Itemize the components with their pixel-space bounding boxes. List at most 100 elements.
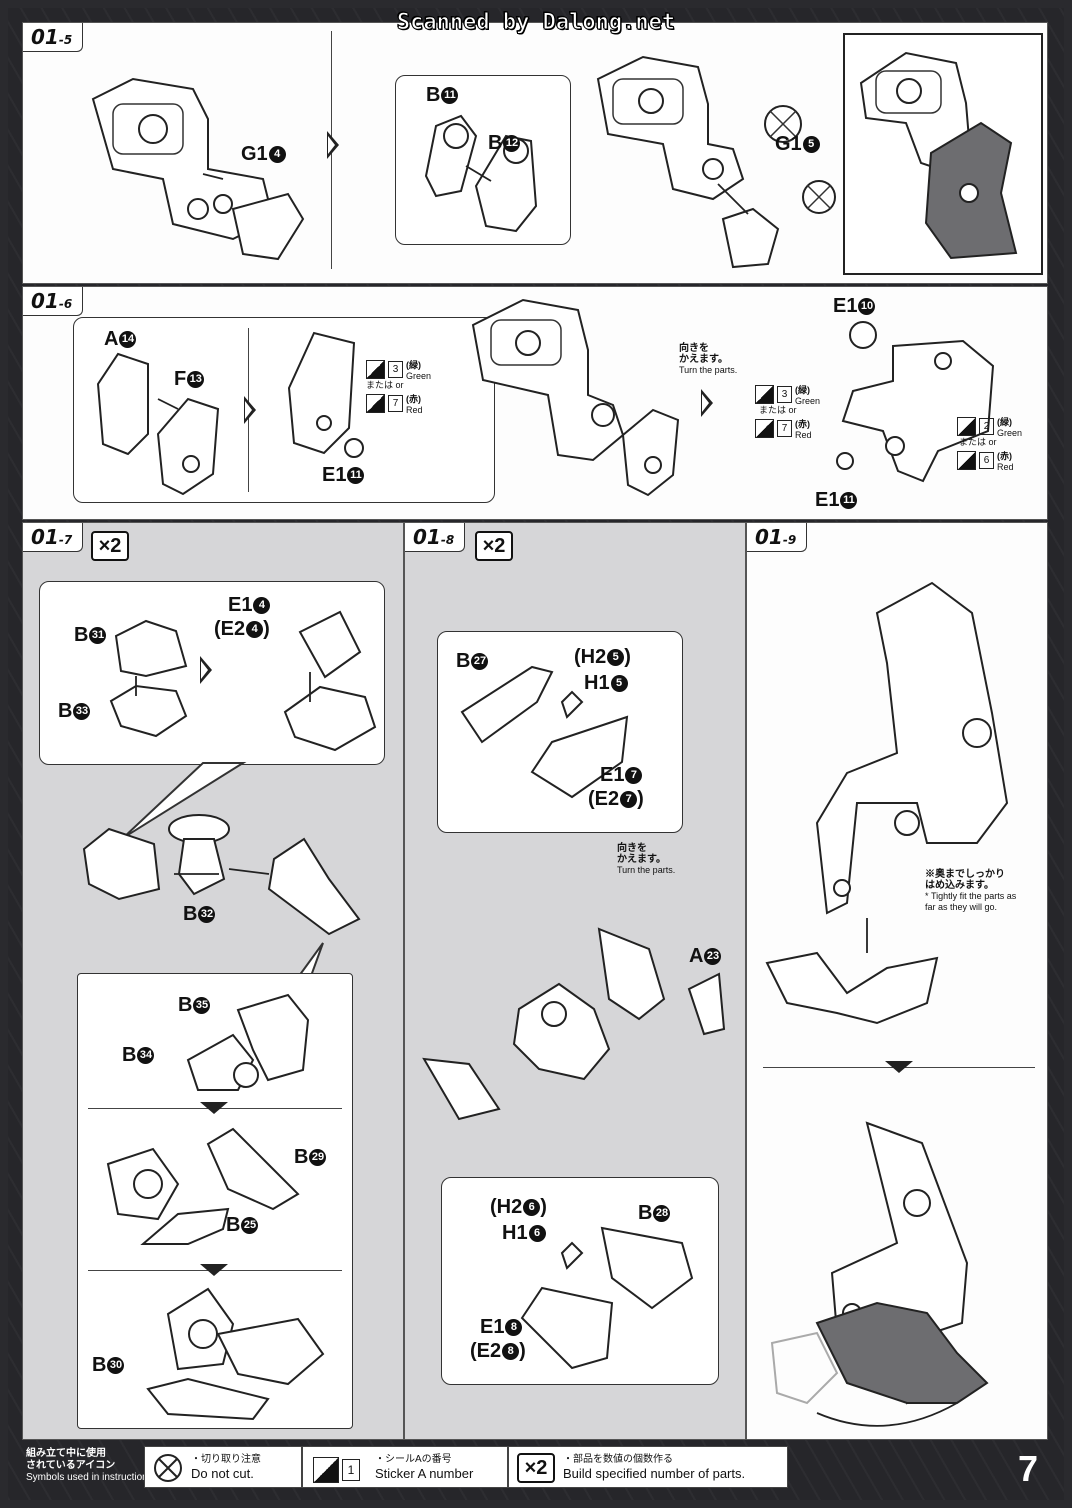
b-parts-illustration: [424, 114, 538, 233]
leg-assembly-illustration: [596, 55, 836, 269]
sticker-icon: [366, 394, 385, 413]
sticker-icon: [313, 1457, 339, 1483]
or-text: または or: [759, 405, 797, 415]
step-tag: 01-8: [405, 523, 466, 552]
sticker-number: 2: [979, 418, 994, 435]
sticker-green: 3(緑)Green: [366, 358, 431, 381]
or-text: または or: [959, 437, 997, 447]
sticker-red: 6(赤)Red: [957, 449, 1014, 472]
next-arrow: [244, 396, 256, 424]
do-not-cut-icon: [154, 1454, 182, 1482]
sticker-color: (赤)Red: [997, 451, 1014, 472]
sticker-color: (赤)Red: [406, 394, 423, 415]
completed-leg-illustration: [770, 1121, 989, 1427]
next-arrow: [200, 656, 212, 684]
step-01-9-panel: 01-9 ※奥までしっかり はめ込みます。* Tightly fit the p…: [746, 522, 1048, 1440]
b28-panel-illustration: [520, 1226, 694, 1370]
sticker-red: 7(赤)Red: [755, 417, 812, 440]
rear-leg-illustration: [836, 321, 995, 483]
sticker-number: 3: [777, 386, 792, 403]
callout-pointer: [122, 762, 247, 839]
sticker-number: 3: [388, 361, 403, 378]
sticker-color: (緑)Green: [406, 360, 432, 381]
result-preview-box: [843, 33, 1043, 275]
b-part-illustration: [109, 619, 188, 738]
result-leg-illustration: [859, 51, 1018, 260]
or-text: または or: [366, 380, 404, 390]
sticker-number: 7: [777, 420, 792, 437]
sticker-number: 6: [979, 452, 994, 469]
foot-final-illustration: [146, 1287, 325, 1421]
fit-tightly-note: ※奥までしっかり はめ込みます。* Tightly fit the parts …: [925, 869, 1017, 912]
sticker-icon: [957, 451, 976, 470]
step-tag: 01-9: [747, 523, 808, 552]
sticker-icon: [957, 417, 976, 436]
sticker-color: (緑)Green: [795, 385, 821, 406]
foot-assembly-illustration: [82, 814, 361, 936]
scan-watermark: Scanned by Dalong.net: [396, 10, 676, 36]
step-tag: 01-7: [23, 523, 84, 552]
next-arrow: [885, 1061, 913, 1073]
sticker-apply-illustration: [287, 331, 364, 458]
sticker-icon: [366, 360, 385, 379]
sticker-number: 7: [388, 395, 403, 412]
next-arrow: [701, 389, 713, 417]
b-parts-illustration: [186, 993, 310, 1091]
sticker-number: 1: [342, 1459, 360, 1481]
sticker-green: 3(緑)Green: [755, 383, 820, 406]
sticker-icon: [755, 419, 774, 438]
a-f-parts-illustration: [96, 352, 220, 496]
sticker-color: (赤)Red: [795, 419, 812, 440]
multiplier-badge: ×2: [517, 1453, 555, 1483]
step-tag: 01-5: [23, 23, 84, 52]
e-part-illustration: [283, 610, 377, 752]
sticker-red: 7(赤)Red: [366, 392, 423, 415]
sticker-icon: [755, 385, 774, 404]
sticker-sample: 1: [313, 1457, 360, 1483]
turn-parts-note: 向きを かえます。Turn the parts.: [617, 843, 676, 875]
sticker-green: 2(緑)Green: [957, 415, 1022, 438]
